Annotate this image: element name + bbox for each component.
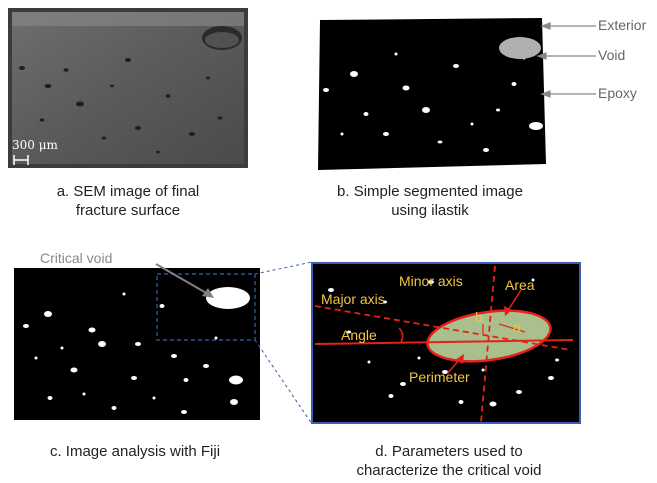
caption-a: a. SEM image of final fracture surface: [56, 183, 200, 219]
label-critical-void: Critical void: [40, 250, 113, 266]
label-minor-axis: Minor axis: [399, 273, 463, 289]
segmented-image: [318, 18, 596, 170]
parameters-diagram: Minor axis Major axis Area Angle Perimet…: [311, 262, 581, 424]
sem-image: 300 μm: [8, 8, 248, 168]
caption-c: c. Image analysis with Fiji: [49, 443, 221, 460]
label-a: a: [513, 319, 521, 335]
caption-d: d. Parameters used to characterize the c…: [356, 443, 542, 479]
label-void: Void: [598, 47, 626, 63]
label-major-axis: Major axis: [321, 291, 385, 307]
caption-b: b. Simple segmented image using ilastik: [337, 183, 523, 219]
label-angle: Angle: [341, 327, 377, 343]
scale-bar-label: 300 μm: [12, 138, 59, 152]
label-perimeter: Perimeter: [409, 369, 470, 385]
label-b: b: [475, 309, 483, 325]
label-area: Area: [505, 277, 535, 293]
label-epoxy: Epoxy: [598, 85, 637, 101]
fiji-image: [14, 268, 260, 420]
critical-void-arrow: [155, 263, 214, 298]
label-exterior: Exterior: [598, 17, 647, 33]
